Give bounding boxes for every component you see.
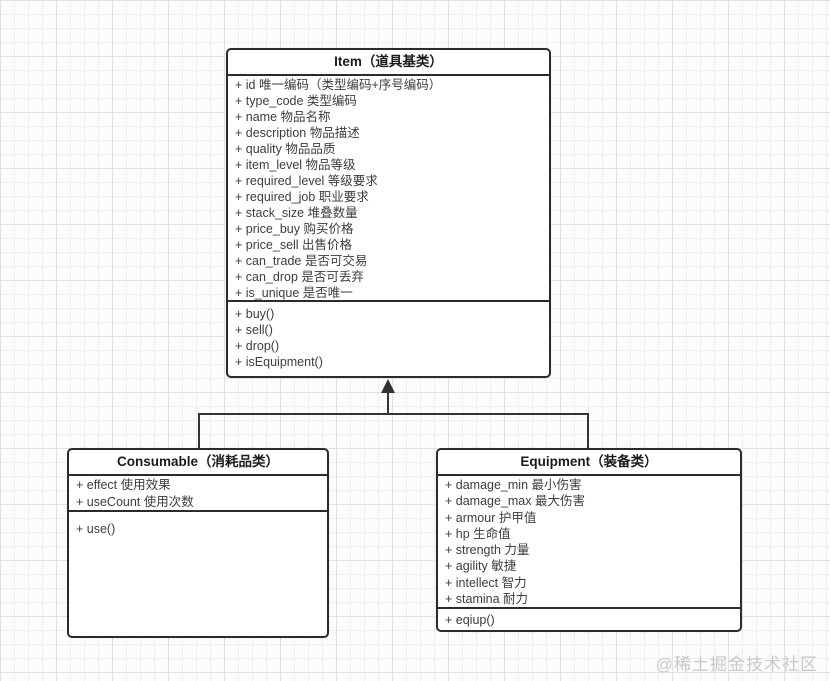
attribute-row: + hp 生命值 [445,526,511,541]
method-row: + buy() [235,307,275,321]
class-box-equipment: Equipment（装备类） + damage_min 最小伤害+ damage… [436,448,742,632]
attribute-row: + damage_max 最大伤害 [445,494,585,509]
method-row: + eqiup() [445,613,495,627]
attribute-row: + agility 敏捷 [445,559,517,574]
class-title-item: Item（道具基类） [228,50,549,76]
class-title-equipment: Equipment（装备类） [438,450,740,476]
class-title-consumable: Consumable（消耗品类） [69,450,327,476]
attribute-row: + type_code 类型编码 [235,94,357,108]
attribute-row: + armour 护甲值 [445,510,537,525]
attribute-row: + can_trade 是否可交易 [235,254,368,268]
class-box-item: Item（道具基类） + id 唯一编码（类型编码+序号编码） + type_co… [226,48,551,378]
class-methods-consumable: + use() [69,512,327,538]
inheritance-connector-left-vertical-line [198,413,200,448]
attribute-row: + description 物品描述 [235,126,360,140]
class-methods-equipment: + eqiup() [438,609,740,628]
attribute-row: + required_level 等级要求 [235,174,378,188]
method-row: + drop() [235,339,280,353]
inheritance-connector-right-vertical-line [587,413,589,448]
attribute-row: + stack_size 堆叠数量 [235,206,358,220]
class-box-consumable: Consumable（消耗品类） + effect 使用效果 + useCount… [67,448,329,638]
attribute-row: + can_drop 是否可丢弃 [235,270,364,284]
method-row: + sell() [235,323,273,337]
inheritance-arrow-stem [387,390,389,415]
attribute-row: + required_job 职业要求 [235,190,369,204]
attribute-row: + useCount 使用次数 [76,495,194,509]
class-attributes-consumable: + effect 使用效果 + useCount 使用次数 [69,476,327,512]
attribute-row: + is_unique 是否唯一 [235,286,353,300]
attribute-row: + effect 使用效果 [76,478,171,492]
watermark: @稀土掘金技术社区 [655,655,818,674]
class-attributes-equipment: + damage_min 最小伤害 + damage_max 最大伤害+ armo… [438,476,740,609]
method-row: + use() [76,522,116,536]
class-attributes-item: + id 唯一编码（类型编码+序号编码） + type_code 类型编码 + na… [228,76,549,302]
attribute-row: + damage_min 最小伤害 [445,478,582,492]
attribute-row: + strength 力量 [445,543,530,558]
attribute-row: + item_level 物品等级 [235,158,356,172]
attribute-row: + price_sell 出售价格 [235,238,353,252]
class-methods-item: + buy() + sell() + drop() + isEquipment() [228,302,549,370]
inheritance-arrow-up-icon [381,379,395,393]
attribute-row: + name 物品名称 [235,110,331,124]
attribute-row: + intellect 智力 [445,575,527,590]
attribute-row: + quality 物品品质 [235,142,336,156]
method-row: + isEquipment() [235,355,323,369]
attribute-row: + id 唯一编码（类型编码+序号编码） [235,78,442,92]
attribute-row: + stamina 耐力 [445,592,529,607]
attribute-row: + price_buy 购买价格 [235,222,354,236]
inheritance-connector-horizontal-line [198,413,589,415]
